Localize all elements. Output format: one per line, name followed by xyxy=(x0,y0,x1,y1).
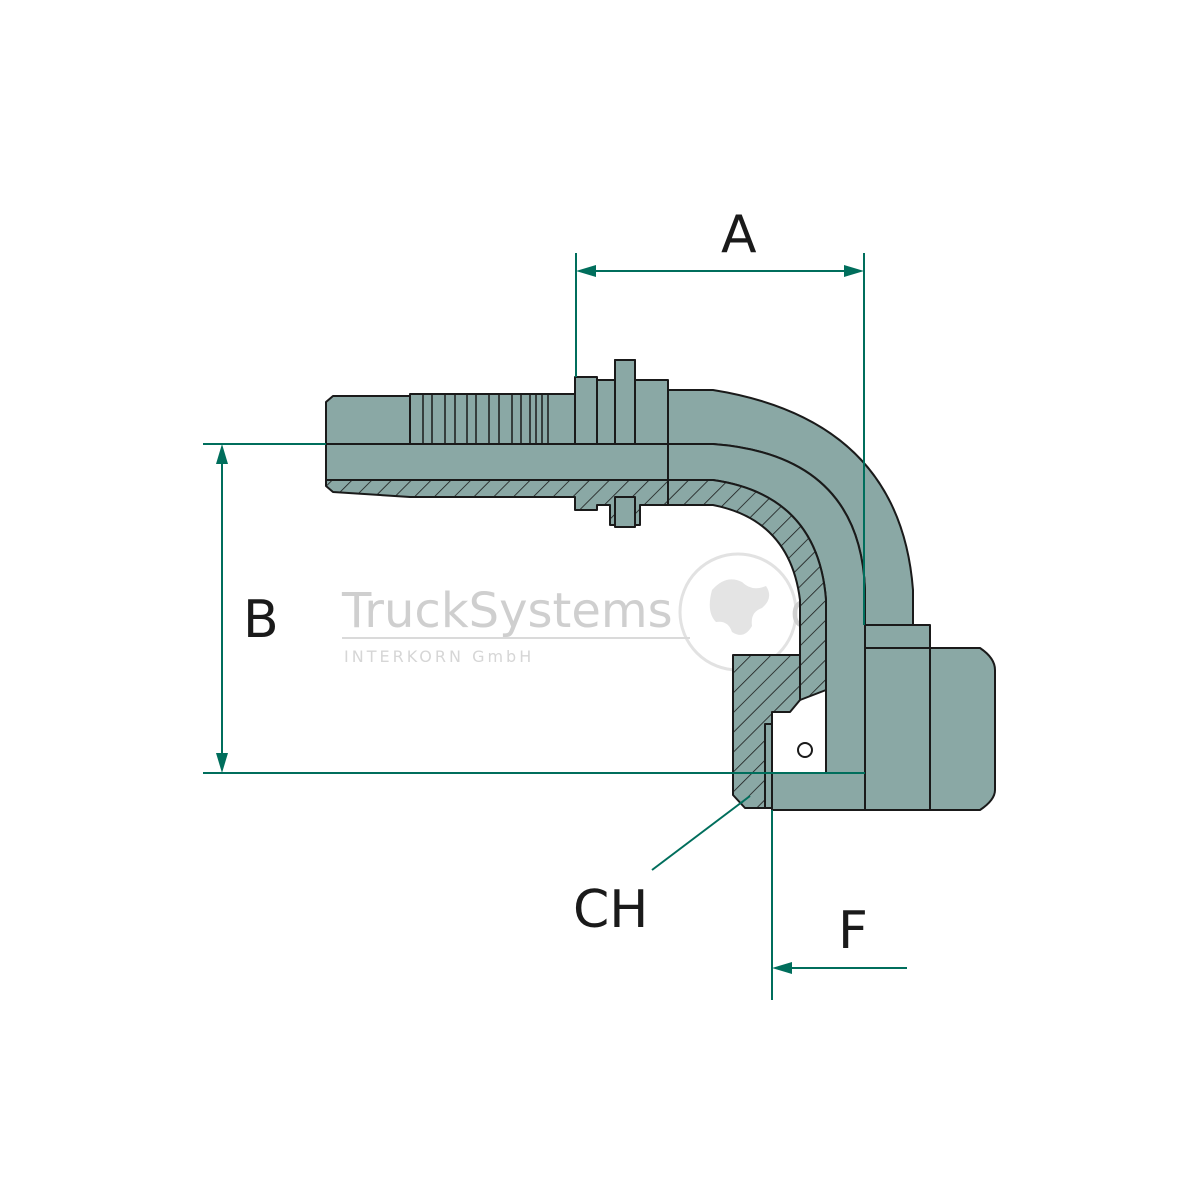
collar-upper xyxy=(574,376,598,445)
dimension-lines xyxy=(203,253,907,1000)
retaining-ring-lower xyxy=(614,496,636,528)
swivel-nut xyxy=(732,624,996,811)
dim-a-label: A xyxy=(721,205,757,265)
hose-tail-upper xyxy=(325,395,411,445)
dim-a-arrow-left xyxy=(576,265,596,277)
fitting-body xyxy=(325,359,914,774)
dim-ch-label: CH xyxy=(573,880,648,940)
hose-tail-lower-section xyxy=(325,479,669,526)
watermark-company: INTERKORN GmbH xyxy=(344,647,534,666)
nut-inner-thread xyxy=(764,723,773,809)
hose-tail-bore xyxy=(325,443,669,481)
dim-b-arrow-bottom xyxy=(216,753,228,773)
dim-ch-leader xyxy=(651,795,751,871)
o-ring xyxy=(797,742,813,758)
rib-lines xyxy=(422,394,549,444)
watermark: TruckSystems de © INTERKORN GmbH xyxy=(341,552,858,672)
dim-b-arrow-top xyxy=(216,444,228,464)
dim-b-label: B xyxy=(243,590,279,650)
hose-tail-ribs xyxy=(409,393,576,445)
elbow-section-hatch xyxy=(639,479,827,701)
dim-f-arrow xyxy=(772,962,792,974)
dim-a-arrow-right xyxy=(844,265,864,277)
watermark-brand-left: TruckSystems xyxy=(341,583,673,639)
globe-continents xyxy=(709,579,770,635)
ring-front xyxy=(614,359,636,445)
dim-f-label: F xyxy=(838,901,868,961)
nut-flange xyxy=(771,772,866,811)
